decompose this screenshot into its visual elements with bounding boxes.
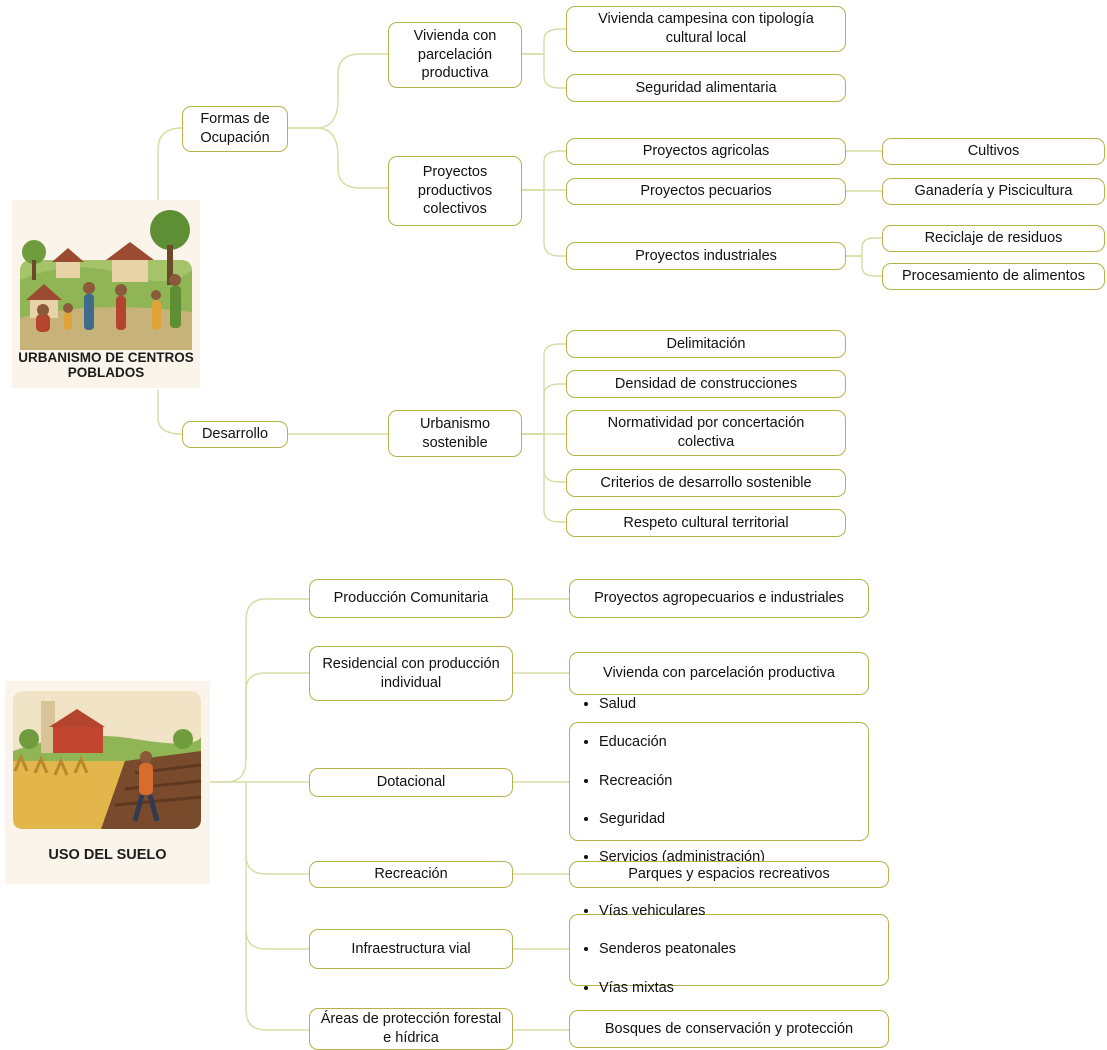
proyectos-agricolas-node[interactable]: Proyectos agricolas <box>566 138 846 165</box>
parques-node[interactable]: Parques y espacios recreativos <box>569 861 889 888</box>
procesamiento-node[interactable]: Procesamiento de alimentos <box>882 263 1105 290</box>
urbanismo-title: URBANISMO DE CENTROS POBLADOS <box>18 350 194 380</box>
dotacional-list-node[interactable]: Salud Educación Recreación Seguridad Ser… <box>569 696 869 865</box>
densidad-node[interactable]: Densidad de construcciones <box>566 370 846 398</box>
ganaderia-node[interactable]: Ganadería y Piscicultura <box>882 178 1105 205</box>
village-illustration <box>20 210 192 350</box>
delimitacion-node[interactable]: Delimitación <box>566 330 846 358</box>
uso-suelo-title: USO DEL SUELO <box>48 847 167 863</box>
criterios-node[interactable]: Criterios de desarrollo sostenible <box>566 469 846 497</box>
desarrollo-node[interactable]: Desarrollo <box>182 421 288 448</box>
recreacion-node[interactable]: Recreación <box>309 861 513 888</box>
produccion-comunitaria-node[interactable]: Producción Comunitaria <box>309 579 513 618</box>
respeto-cultural-node[interactable]: Respeto cultural territorial <box>566 509 846 537</box>
normatividad-node[interactable]: Normatividad por concertación colectiva <box>566 410 846 456</box>
vivienda-parcelacion-bottom-node[interactable]: Vivienda con parcelación productiva <box>569 652 869 695</box>
farm-illustration <box>13 691 202 829</box>
list-item: Senderos peatonales <box>599 940 736 960</box>
seguridad-alimentaria-node[interactable]: Seguridad alimentaria <box>566 74 846 102</box>
dotacional-node[interactable]: Dotacional <box>309 768 513 797</box>
reciclaje-node[interactable]: Reciclaje de residuos <box>882 225 1105 252</box>
list-item: Vías vehiculares <box>599 902 736 922</box>
areas-proteccion-node[interactable]: Áreas de protección forestal e hídrica <box>309 1008 513 1050</box>
vivienda-campesina-node[interactable]: Vivienda campesina con tipología cultura… <box>566 6 846 52</box>
urbanismo-sostenible-node[interactable]: Urbanismo sostenible <box>388 410 522 457</box>
proyectos-agropecuarios-node[interactable]: Proyectos agropecuarios e industriales <box>569 579 869 618</box>
list-item: Recreación <box>599 772 765 792</box>
proyectos-industriales-node[interactable]: Proyectos industriales <box>566 242 846 270</box>
list-item: Educación <box>599 733 765 753</box>
proyectos-colectivos-node[interactable]: Proyectos productivos colectivos <box>388 156 522 226</box>
proyectos-pecuarios-node[interactable]: Proyectos pecuarios <box>566 178 846 205</box>
uso-suelo-illustration-panel: USO DEL SUELO <box>5 681 210 884</box>
vivienda-parcelacion-node[interactable]: Vivienda con parcelación productiva <box>388 22 522 88</box>
list-item: Seguridad <box>599 810 765 830</box>
infraestructura-vial-node[interactable]: Infraestructura vial <box>309 929 513 969</box>
formas-ocupacion-node[interactable]: Formas de Ocupación <box>182 106 288 152</box>
urbanismo-illustration-panel: URBANISMO DE CENTROS POBLADOS <box>12 200 200 388</box>
residencial-node[interactable]: Residencial con producción individual <box>309 646 513 701</box>
list-item: Salud <box>599 695 765 715</box>
bosques-node[interactable]: Bosques de conservación y protección <box>569 1010 889 1048</box>
list-item: Vías mixtas <box>599 979 736 999</box>
vias-list-node[interactable]: Vías vehiculares Senderos peatonales Vía… <box>569 903 889 996</box>
cultivos-node[interactable]: Cultivos <box>882 138 1105 165</box>
